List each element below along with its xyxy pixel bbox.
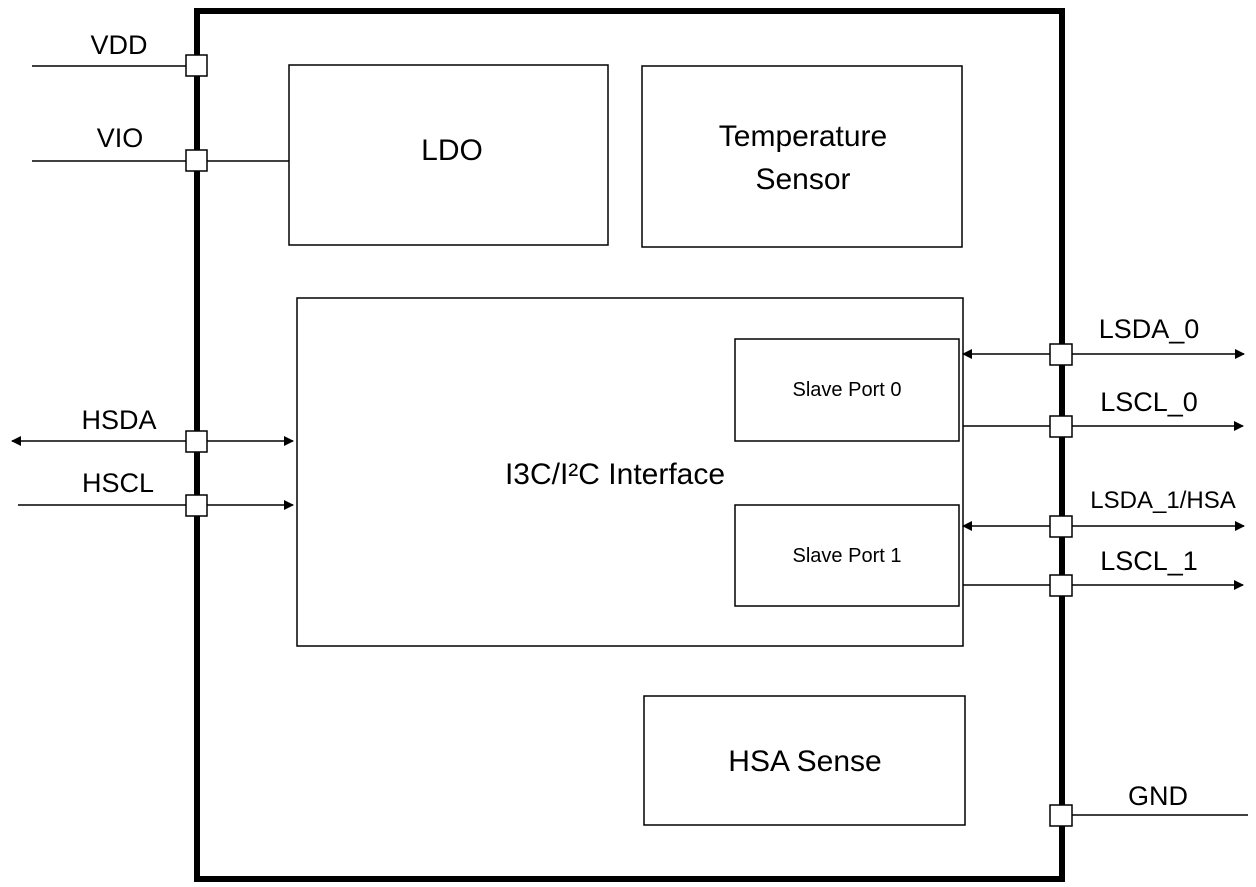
temperature-sensor-label-line2: Sensor (755, 163, 850, 196)
pin-pad-lsda-1-hsa (1049, 515, 1073, 538)
pin-hsda: HSDA (11, 405, 294, 453)
pin-label-hsda: HSDA (81, 405, 156, 435)
pin-hscl: HSCL (18, 468, 294, 517)
slave-port-1-label: Slave Port 1 (793, 545, 902, 567)
pin-vdd: VDD (32, 30, 208, 77)
slave-port-1-block: Slave Port 1 (734, 504, 960, 607)
interface-label: I3C/I²C Interface (505, 458, 725, 491)
pin-label-lsda-0: LSDA_0 (1099, 314, 1200, 344)
pin-lsda-0: LSDA_0 (962, 314, 1245, 366)
pin-label-vdd: VDD (90, 30, 147, 60)
slave-port-0-block: Slave Port 0 (734, 338, 960, 442)
temperature-sensor-label-line1: Temperature (719, 120, 887, 153)
pin-lsda-1-hsa: LSDA_1/HSA (962, 487, 1245, 538)
pin-vio: VIO (32, 123, 289, 172)
pin-lscl-0: LSCL_0 (963, 387, 1244, 438)
pin-pad-hscl (185, 494, 208, 517)
slave-port-0-label: Slave Port 0 (793, 379, 902, 401)
pin-gnd: GND (1049, 781, 1248, 827)
pin-pad-vio (185, 149, 208, 172)
pin-pad-vdd (185, 54, 208, 77)
pin-pad-gnd (1049, 804, 1073, 827)
pin-lscl-1: LSCL_1 (963, 546, 1244, 597)
pin-pad-hsda (185, 430, 208, 453)
pin-label-vio: VIO (97, 123, 144, 153)
pin-pad-lsda-0 (1049, 343, 1073, 366)
pin-label-lscl-0: LSCL_0 (1100, 387, 1198, 417)
pin-label-lsda-1-hsa: LSDA_1/HSA (1090, 487, 1235, 514)
hsa-sense-label: HSA Sense (728, 745, 881, 778)
ldo-label: LDO (421, 134, 483, 167)
hsa-sense-block: HSA Sense (643, 695, 966, 826)
pin-label-lscl-1: LSCL_1 (1100, 546, 1198, 576)
pin-pad-lscl-1 (1049, 574, 1073, 597)
ldo-block: LDO (288, 64, 609, 246)
pin-label-gnd: GND (1128, 781, 1188, 811)
pin-label-hscl: HSCL (82, 468, 154, 498)
temperature-sensor-block: Temperature Sensor (641, 65, 963, 248)
pin-pad-lscl-0 (1049, 415, 1073, 438)
